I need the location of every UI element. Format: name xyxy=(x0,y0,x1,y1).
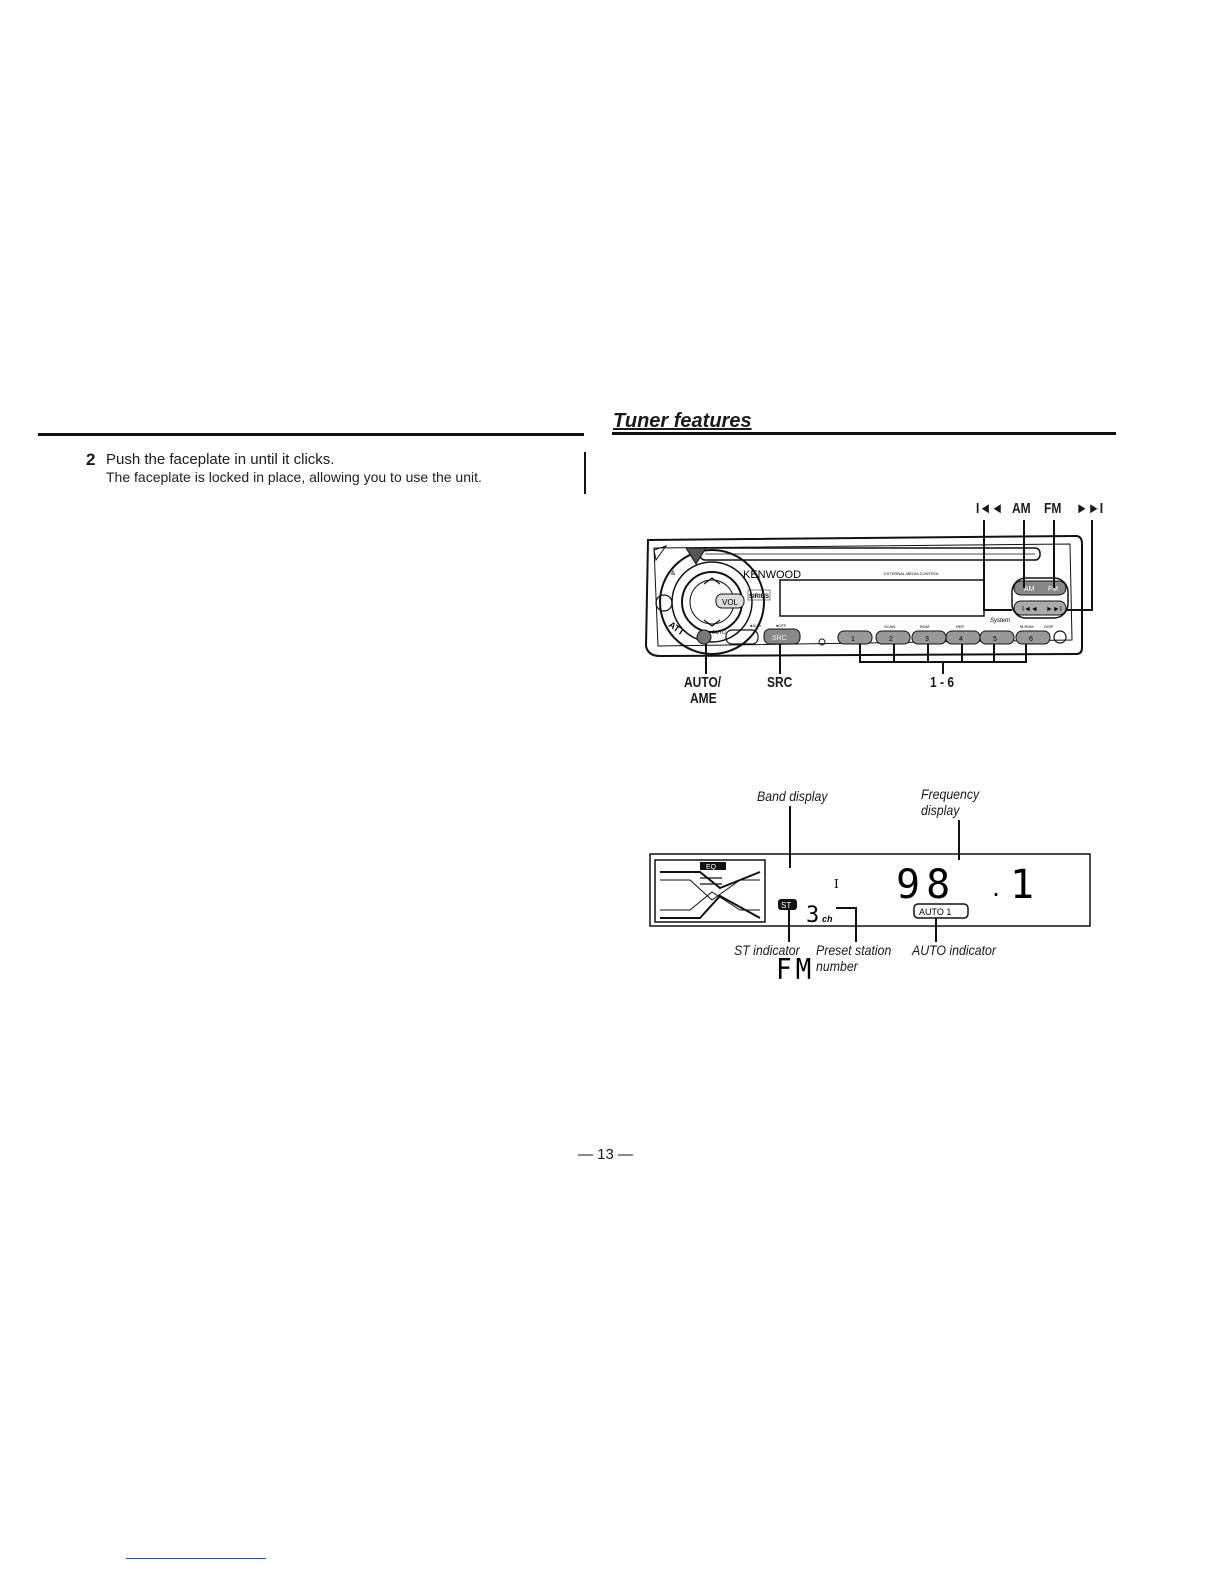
rdm-label: RDM xyxy=(920,624,929,629)
am-fm-button xyxy=(1013,580,1067,596)
frequency-display-label-2: display xyxy=(921,802,960,818)
am-callout: AM xyxy=(1012,500,1031,517)
step-heading: Push the faceplate in until it clicks. xyxy=(106,451,335,468)
left-rule xyxy=(38,433,584,436)
preset-5: 5 xyxy=(993,636,997,643)
frequency-dot: . xyxy=(990,877,1002,901)
lcd-frame xyxy=(649,853,1091,927)
st-indicator-label: ST indicator xyxy=(734,942,800,958)
auto-indicator-text: AUTO 1 xyxy=(919,907,951,917)
preset-station-label-2: number xyxy=(816,958,858,974)
src-btn-label: SRC xyxy=(772,635,787,642)
preset-4: 4 xyxy=(959,636,963,643)
preset-number: 3 xyxy=(806,903,819,928)
auto-ame-callout-1: AUTO/ xyxy=(684,674,722,691)
preset-station-label-1: Preset station xyxy=(816,942,892,958)
ext-label: EXTERNAL MEDIA CONTROL xyxy=(884,571,940,576)
svg-text:≙: ≙ xyxy=(670,570,676,578)
preset-1: 1 xyxy=(851,636,855,643)
faceplate-outline xyxy=(644,534,1083,658)
st-indicator: ST xyxy=(781,901,791,910)
src-callout: SRC xyxy=(767,674,793,691)
preset-unit: ch xyxy=(822,914,833,924)
volume-knob-ring xyxy=(659,549,765,655)
display-window xyxy=(779,579,985,617)
presets-callout: 1 - 6 xyxy=(930,674,955,691)
step-body: The faceplate is locked in place, allowi… xyxy=(106,469,482,485)
src-button xyxy=(763,628,801,645)
step-number: 2 xyxy=(86,450,96,469)
prev-callout: I◄◄ xyxy=(976,500,1004,517)
band-display-label: Band display xyxy=(757,788,828,804)
eq-label: EQ xyxy=(706,864,717,871)
right-rule xyxy=(612,432,1116,435)
frequency-display-label-1: Frequency xyxy=(921,786,980,802)
revision-bar xyxy=(584,452,586,494)
svg-text:►►I: ►►I xyxy=(1046,606,1062,613)
disp-label: DISP xyxy=(1044,624,1054,629)
skip-button xyxy=(1013,600,1067,616)
preset-2: 2 xyxy=(889,636,893,643)
auto-btn-label: AUTO xyxy=(712,630,726,636)
volume-knob xyxy=(681,571,743,633)
fm-callout: FM xyxy=(1044,500,1062,517)
band-sub: I xyxy=(834,877,839,891)
page-number: — 13 — xyxy=(578,1146,634,1163)
rep-label: REP xyxy=(956,624,965,629)
svg-text:I◄◄: I◄◄ xyxy=(1022,606,1038,613)
footnote-rule xyxy=(126,1558,266,1559)
frequency-decimal: 1 xyxy=(1010,862,1034,908)
fm-btn-label: FM xyxy=(1048,586,1058,593)
disc-slot xyxy=(699,547,1041,561)
mrdm-label: M.RDM xyxy=(1020,624,1034,629)
next-callout: ►►I xyxy=(1076,500,1104,517)
system-label: System xyxy=(990,618,1010,624)
auto-indicator xyxy=(913,903,969,919)
aud-label: ●AUD xyxy=(750,623,761,628)
preset-buttons: 1 2 3 4 5 6 xyxy=(837,630,1051,645)
scan-label: SCAN xyxy=(884,624,895,629)
att-label: ATT xyxy=(667,619,687,637)
auto-ame-callout-2: AME xyxy=(690,690,717,707)
vol-label: VOL xyxy=(722,598,739,607)
auto-ame-button xyxy=(696,629,712,645)
off-label: ●OFF xyxy=(776,623,787,628)
brand-label: KENWOOD xyxy=(743,569,801,581)
am-btn-label: AM xyxy=(1024,586,1035,593)
preset-6: 6 xyxy=(1029,636,1033,643)
section-title: Tuner features xyxy=(613,410,752,432)
band-display: FM xyxy=(776,954,815,986)
preset-3: 3 xyxy=(925,636,929,643)
auto-indicator-label: AUTO indicator xyxy=(912,942,996,958)
eq-graphic xyxy=(654,859,766,923)
frequency-main: 98 xyxy=(896,862,956,908)
sirius-label: SIRIUS xyxy=(749,594,769,600)
